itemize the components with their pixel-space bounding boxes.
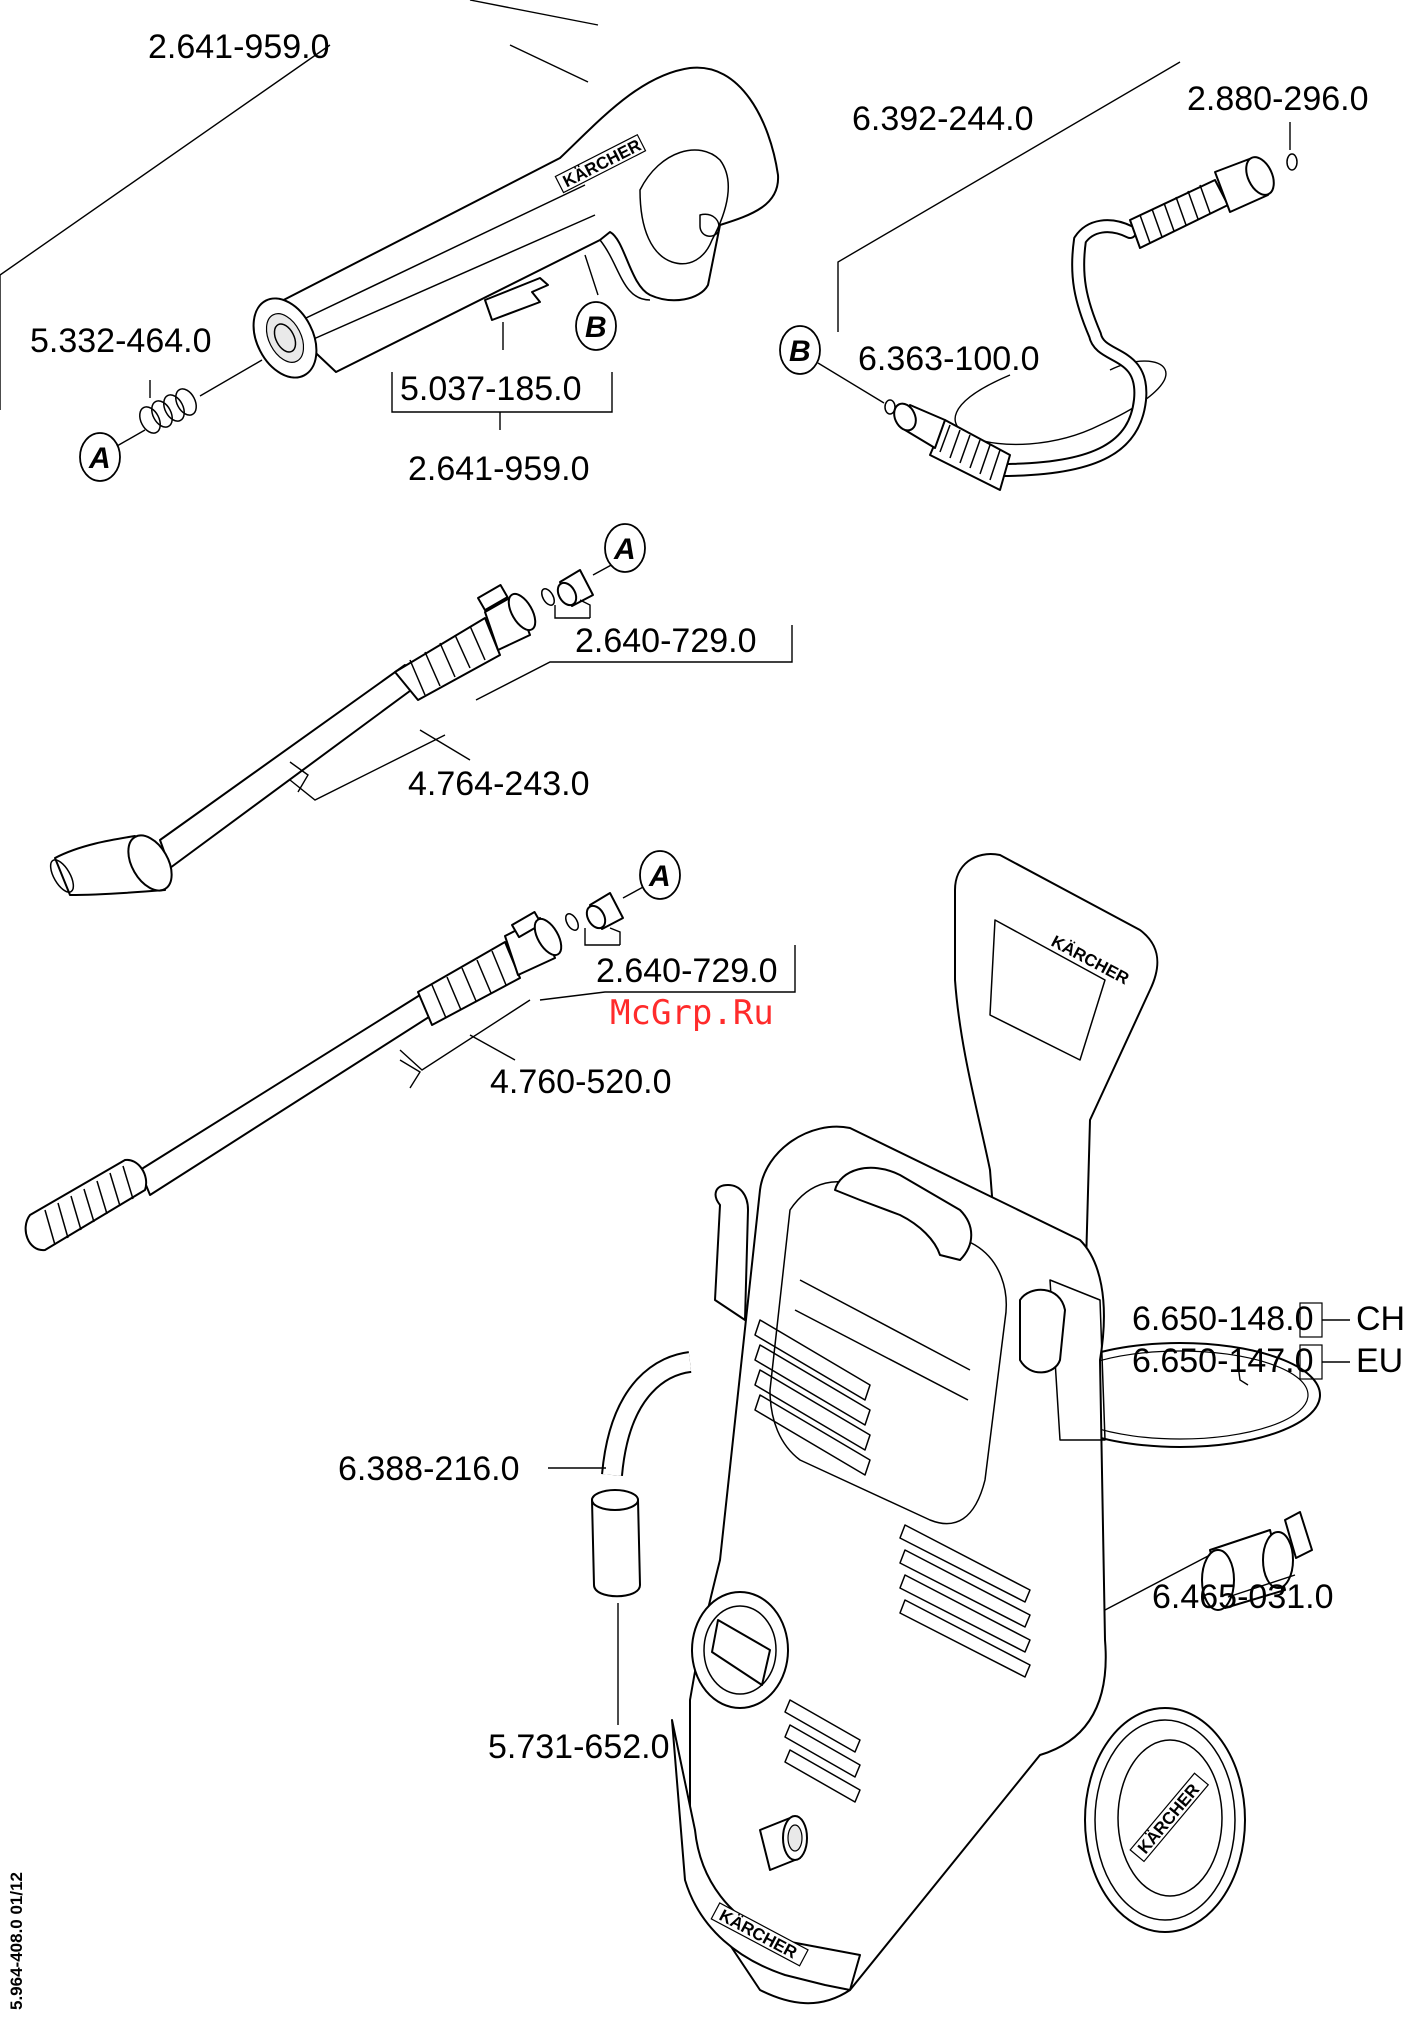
label-nozzle-set-2: 2.640-729.0 — [596, 952, 778, 990]
trigger-gun-drawing: KÄRCHER — [0, 0, 778, 450]
marker-a-lance-2: A — [640, 851, 680, 899]
label-nozzle-set-1: 2.640-729.0 — [575, 622, 757, 660]
svg-text:A: A — [648, 860, 671, 893]
svg-text:B: B — [585, 311, 607, 344]
label-cable-ch-suffix: CH — [1356, 1300, 1405, 1338]
marker-a-lance-1: A — [605, 524, 645, 572]
label-hose: 6.392-244.0 — [852, 100, 1034, 138]
marker-b-gun: B — [576, 302, 616, 350]
label-oring-b: 6.363-100.0 — [858, 340, 1040, 378]
label-clip: 5.037-185.0 — [400, 370, 582, 408]
svg-text:A: A — [613, 533, 636, 566]
label-seal-gun: 5.332-464.0 — [30, 322, 212, 360]
label-gun-bottom: 2.641-959.0 — [408, 450, 590, 488]
label-cable-ch: 6.650-148.0 — [1132, 1300, 1314, 1338]
label-cable-eu-suffix: EU — [1356, 1342, 1403, 1380]
marker-a-gun: A — [80, 433, 120, 481]
label-coupling: 6.465-031.0 — [1152, 1578, 1334, 1616]
label-suction-hose: 6.388-216.0 — [338, 1450, 520, 1488]
label-gun-top: 2.641-959.0 — [148, 28, 330, 66]
svg-text:A: A — [88, 442, 111, 475]
watermark: McGrp.Ru — [610, 993, 774, 1033]
document-number: 5.964-408.0 01/12 — [7, 1872, 26, 2010]
label-oring-hose: 2.880-296.0 — [1187, 80, 1369, 118]
label-lance-2: 4.760-520.0 — [490, 1063, 672, 1101]
label-lance-1: 4.764-243.0 — [408, 765, 590, 803]
label-cable-eu: 6.650-147.0 — [1132, 1342, 1314, 1380]
svg-text:B: B — [789, 335, 811, 368]
lance-1-drawing — [46, 563, 615, 898]
label-filter: 5.731-652.0 — [488, 1728, 670, 1766]
marker-b-hose: B — [780, 326, 820, 374]
